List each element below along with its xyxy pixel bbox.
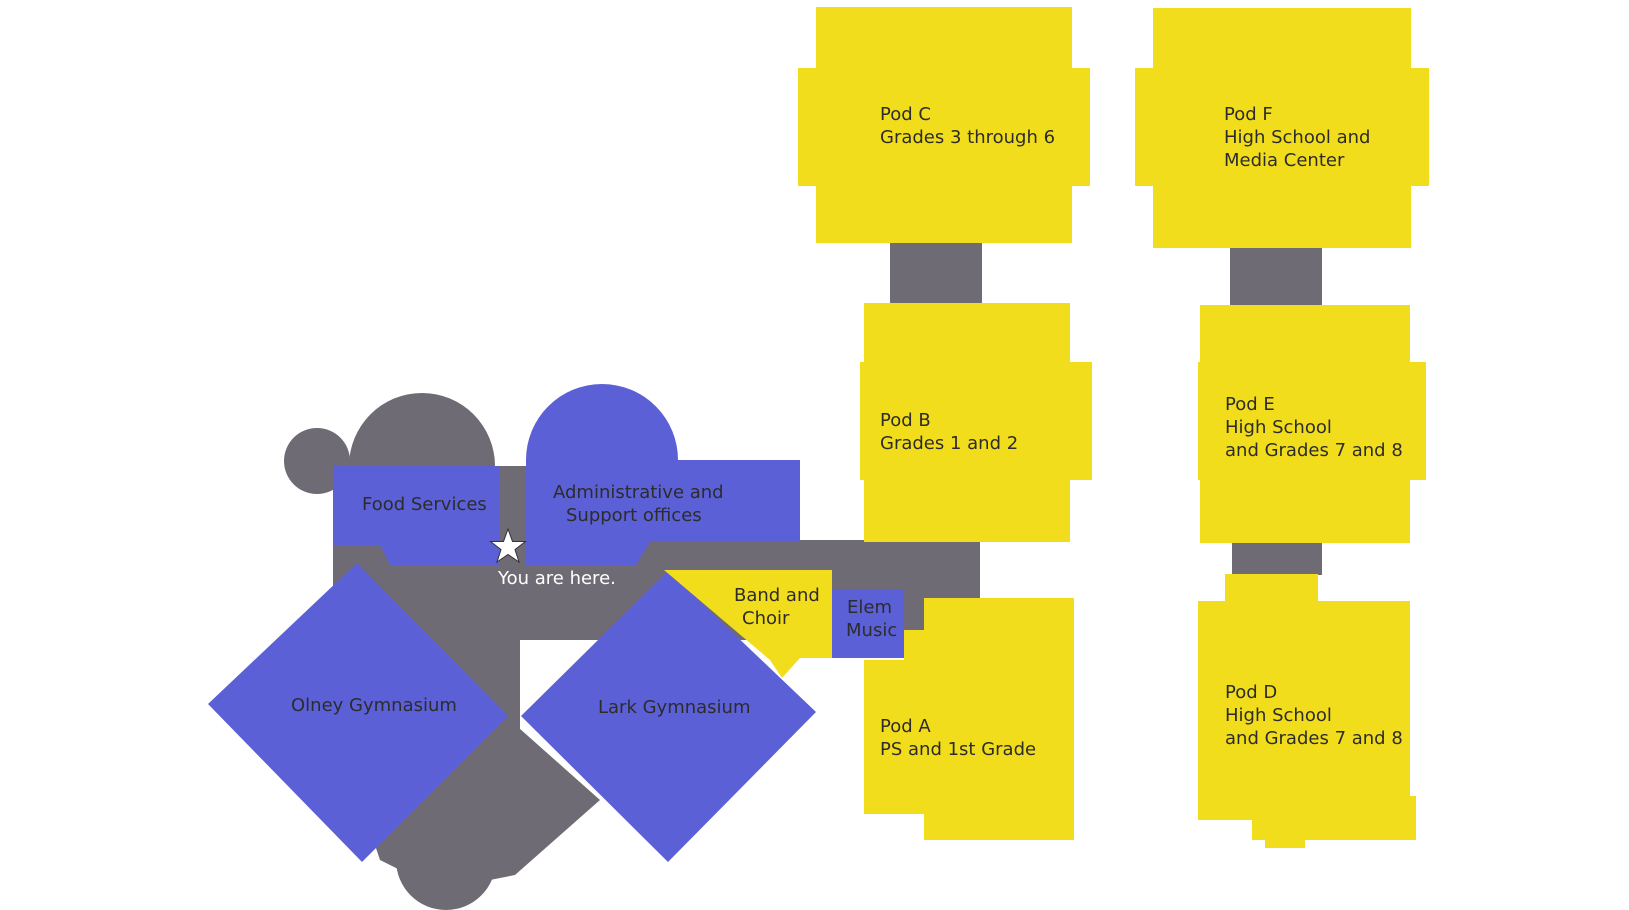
you-are-here-label: You are here. <box>497 568 616 589</box>
pod-a <box>864 598 1074 840</box>
admin-label-line2: Support offices <box>566 505 702 526</box>
pod-f-label-line3: Media Center <box>1224 150 1345 171</box>
pod-d-label-line2: High School <box>1225 705 1332 726</box>
admin-dome <box>526 384 678 466</box>
pod-f-label-line1: Pod F <box>1224 104 1273 125</box>
connector-e-d <box>1232 540 1322 575</box>
band-choir-label-line1: Band and <box>734 585 820 606</box>
corridors <box>284 240 1322 910</box>
olney-gym-room <box>208 563 508 862</box>
pod-a-label-line2: PS and 1st Grade <box>880 739 1036 760</box>
lark-gym-room <box>521 571 816 862</box>
blue-rooms <box>208 384 904 862</box>
food-services-label: Food Services <box>362 494 487 515</box>
food-services-room <box>333 466 500 565</box>
elem-music-room <box>832 590 904 658</box>
elem-music-label-line2: Music <box>846 620 897 641</box>
pod-e <box>1198 305 1426 543</box>
pod-e-label-line3: and Grades 7 and 8 <box>1225 440 1403 461</box>
pods <box>664 7 1429 848</box>
connector-c-b <box>890 240 982 305</box>
corridor-circle-bottom <box>396 810 496 910</box>
pod-e-label-line1: Pod E <box>1225 394 1275 415</box>
band-choir-label-line2: Choir <box>742 608 790 629</box>
band-choir-room <box>664 570 832 678</box>
pod-d <box>1198 574 1416 848</box>
pod-e-label-line2: High School <box>1225 417 1332 438</box>
pod-a-label-line1: Pod A <box>880 716 931 737</box>
pod-f <box>1135 8 1429 248</box>
pod-b <box>860 303 1092 542</box>
olney-gym-label: Olney Gymnasium <box>291 695 457 716</box>
admin-label-line1: Administrative and <box>553 482 724 503</box>
pod-d-label-line1: Pod D <box>1225 682 1277 703</box>
star-icon <box>489 527 527 564</box>
connector-f-e <box>1230 245 1322 310</box>
pod-c-label-line2: Grades 3 through 6 <box>880 127 1055 148</box>
pod-labels: Pod C Grades 3 through 6 Pod B Grades 1 … <box>880 104 1403 760</box>
pod-d-label-line3: and Grades 7 and 8 <box>1225 728 1403 749</box>
pod-b-label-line2: Grades 1 and 2 <box>880 433 1018 454</box>
admin-room <box>526 460 800 565</box>
you-are-here-marker: You are here. <box>489 527 616 589</box>
pod-f-label-line2: High School and <box>1224 127 1370 148</box>
room-labels: Food Services Administrative and Support… <box>291 482 897 718</box>
pod-c-label-line1: Pod C <box>880 104 931 125</box>
pod-c <box>798 7 1090 243</box>
elem-music-label-line1: Elem <box>847 597 892 618</box>
pod-b-label-line1: Pod B <box>880 410 931 431</box>
lark-gym-label: Lark Gymnasium <box>598 697 751 718</box>
